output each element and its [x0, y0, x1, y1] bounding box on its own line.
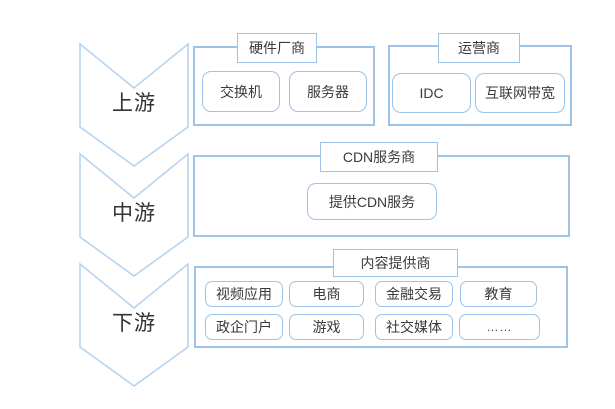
stage-label-upstream: 上游: [112, 92, 156, 115]
item-financial-trading: 金融交易: [375, 281, 453, 307]
chevron-down-icon-upstream: [79, 42, 189, 167]
item-education: 教育: [460, 281, 537, 307]
item-server: 服务器: [289, 71, 367, 112]
stage-label-midstream: 中游: [112, 202, 156, 225]
item-switch: 交换机: [202, 71, 280, 112]
item-gov-enterprise-portal: 政企门户: [205, 314, 283, 340]
group-title-cdn-providers: CDN服务商: [320, 142, 438, 172]
item-provide-cdn-service: 提供CDN服务: [307, 183, 437, 220]
group-title-carriers: 运营商: [438, 33, 520, 63]
chevron-down-icon-midstream: [79, 152, 189, 277]
stage-label-downstream: 下游: [112, 312, 156, 335]
item-gaming: 游戏: [289, 314, 364, 340]
item-idc: IDC: [392, 73, 471, 113]
chevron-down-icon-downstream: [79, 262, 189, 387]
item-internet-bandwidth: 互联网带宽: [475, 73, 565, 113]
group-title-hardware-vendors: 硬件厂商: [237, 33, 317, 63]
item-social-media: 社交媒体: [375, 314, 453, 340]
item-ecommerce: 电商: [289, 281, 364, 307]
item-ellipsis-more: ……: [459, 314, 540, 340]
group-title-content-providers: 内容提供商: [333, 249, 458, 277]
item-video-apps: 视频应用: [205, 281, 283, 307]
